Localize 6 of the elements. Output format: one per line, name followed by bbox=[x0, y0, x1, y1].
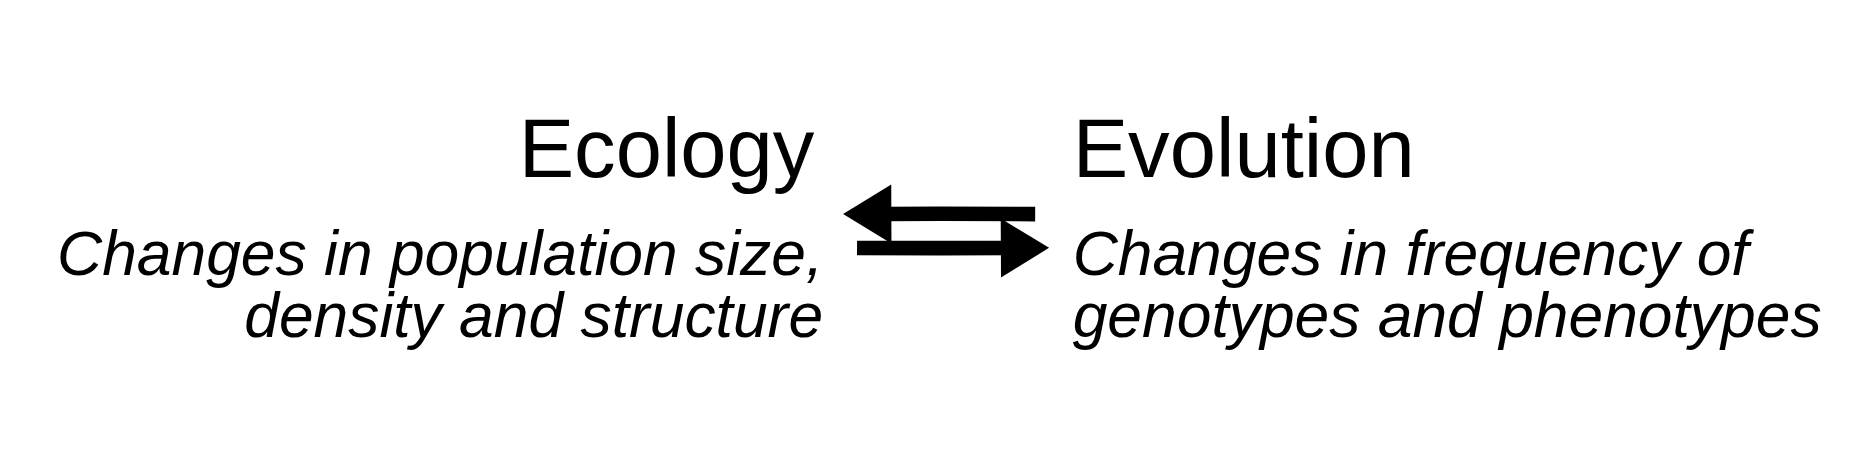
node-label: Changes in frequency of genotypes and phenotypes bbox=[1072, 218, 1822, 351]
node-text: Ecology bbox=[518, 101, 814, 195]
node-text: Evolution bbox=[1072, 101, 1415, 195]
arrow bbox=[856, 218, 1049, 278]
node-label: Changes in population size, density and structure bbox=[56, 218, 823, 351]
arrow bbox=[842, 184, 1035, 244]
